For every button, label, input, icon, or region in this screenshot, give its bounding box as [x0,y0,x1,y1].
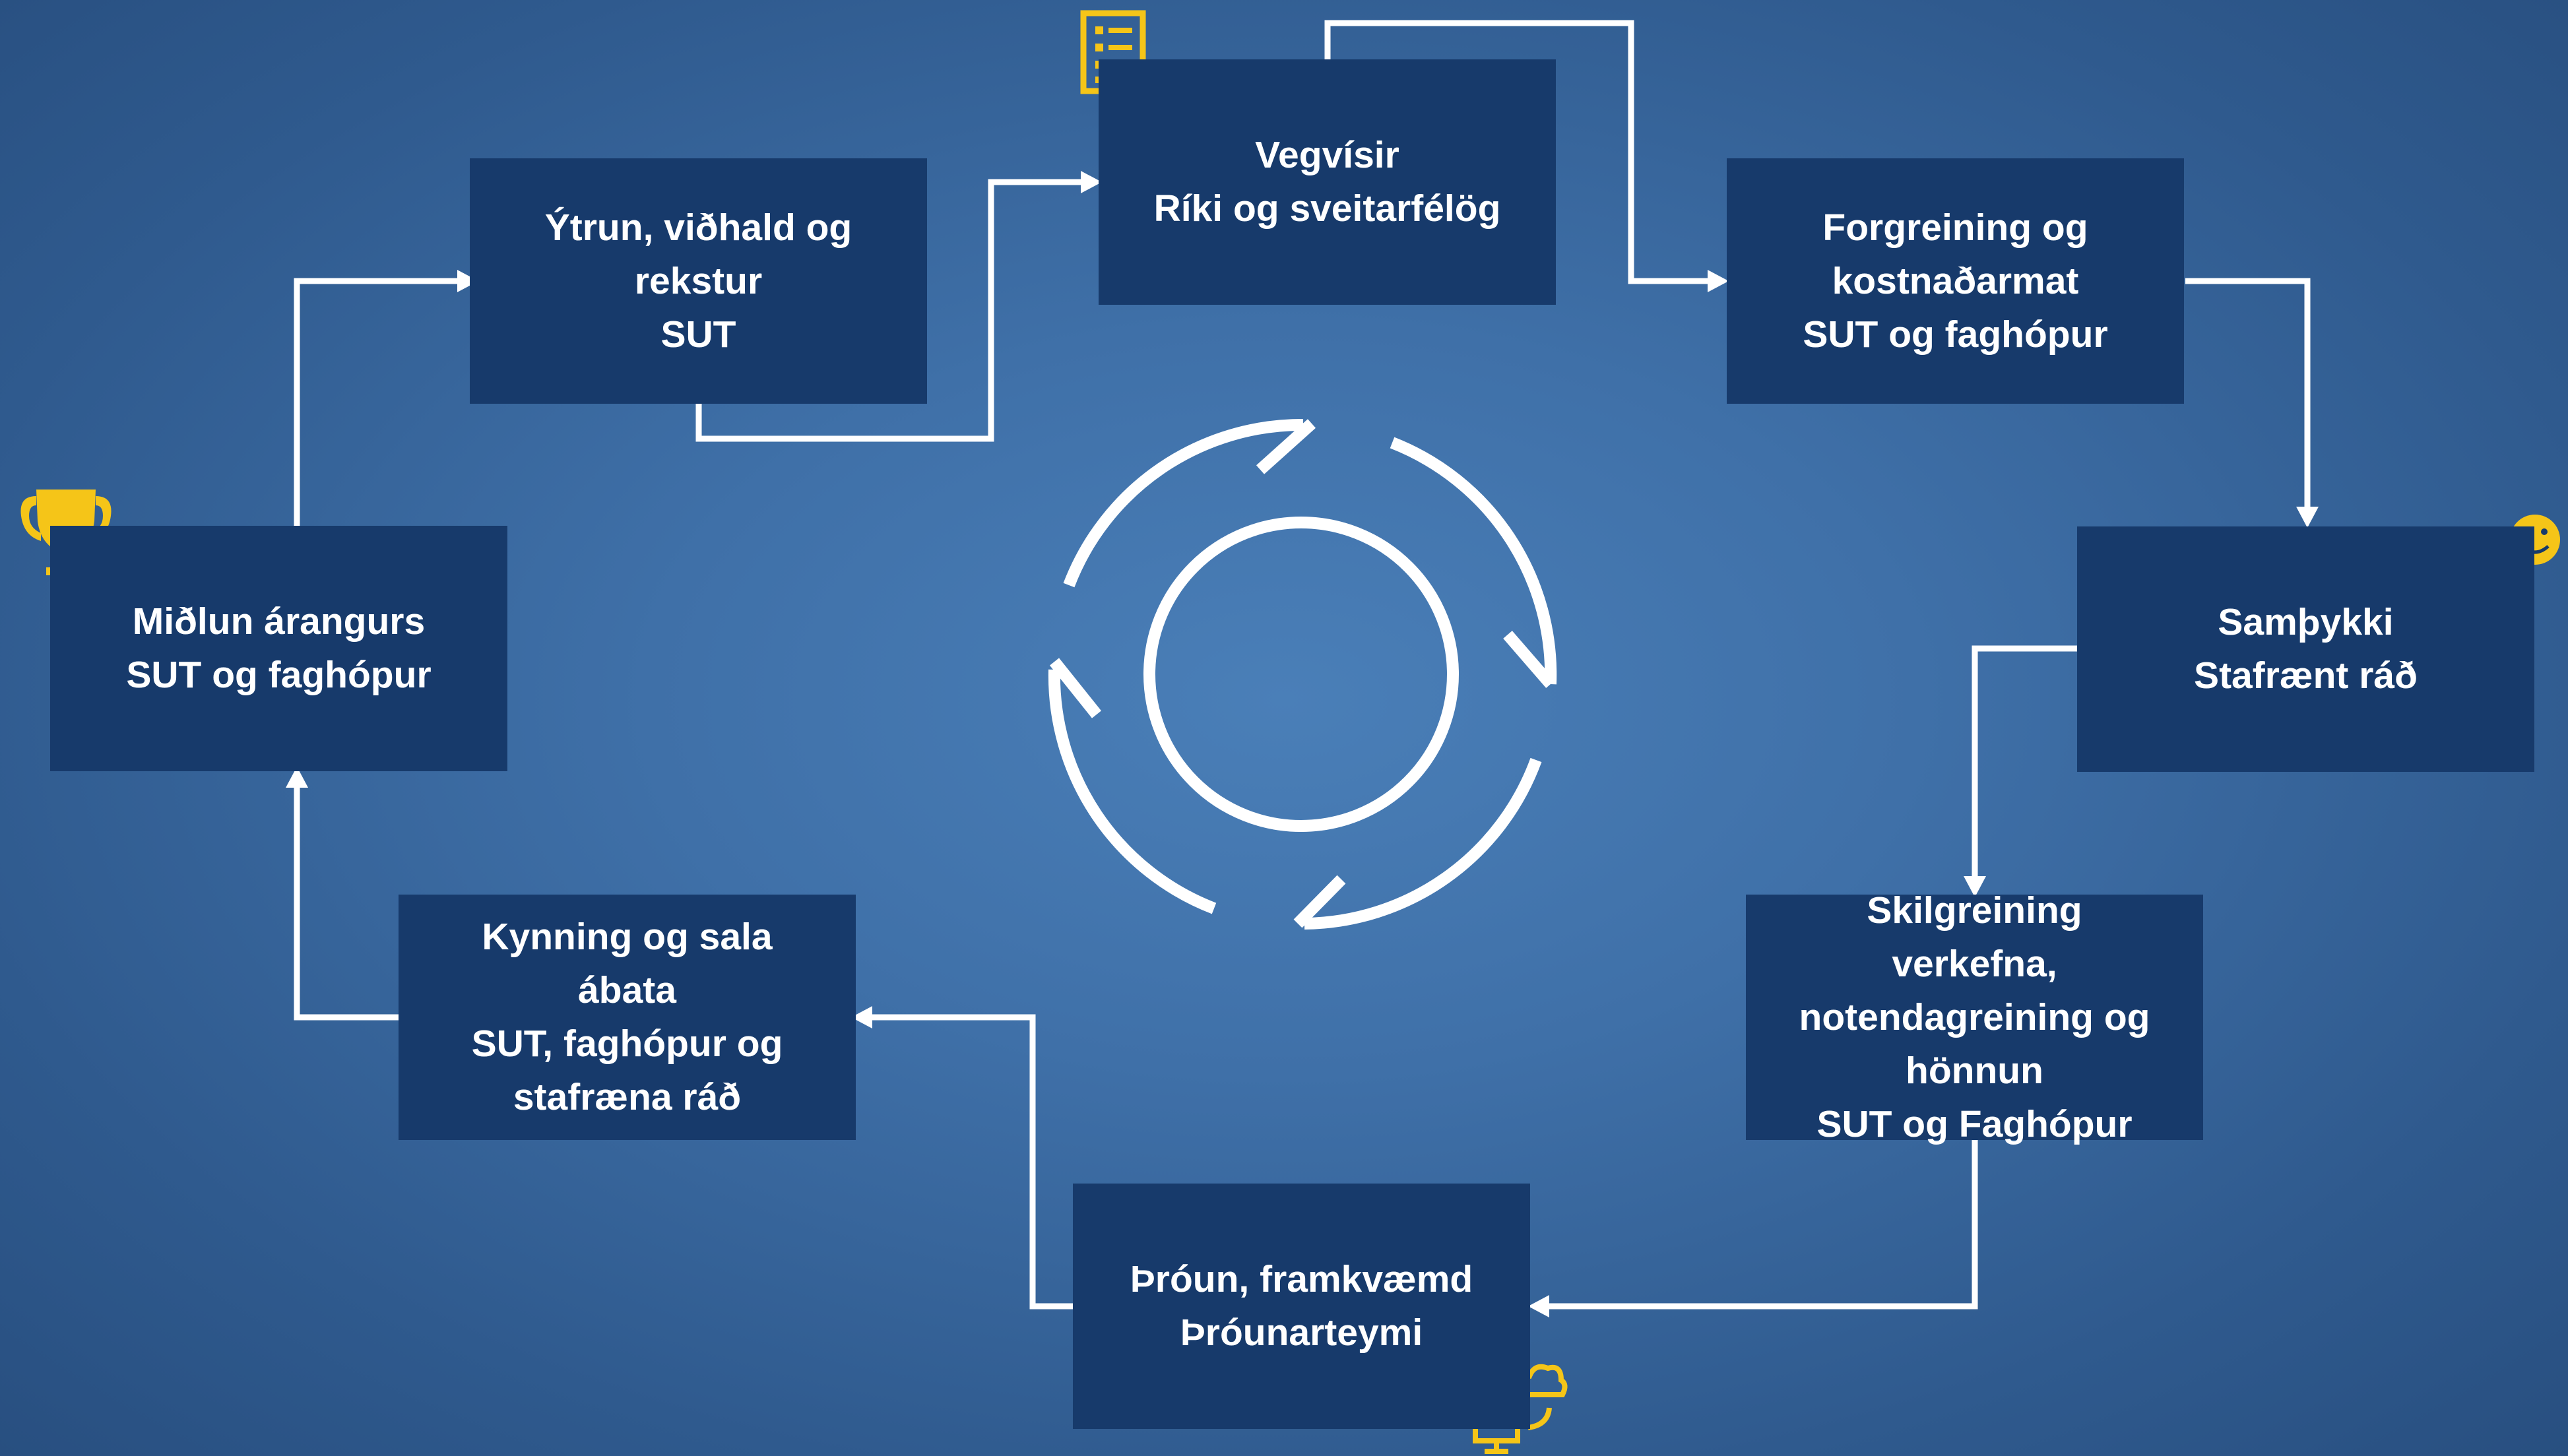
arrowhead [286,767,308,788]
step-line: Forgreining og [1822,206,2088,249]
step-label: Samþykki Stafrænt ráð [2194,596,2418,703]
step-line: SUT [660,313,736,356]
step-line: Ríki og sveitarfélög [1153,187,1501,230]
step-line: SUT og faghópur [1803,313,2108,356]
step-line: SUT og Faghópur [1816,1102,2133,1145]
refresh-cycle-icon [1048,418,1557,930]
connector-midlun-to-ytrun [294,278,459,526]
step-midlun: Miðlun árangurs SUT og faghópur [50,526,507,771]
step-line: Miðlun árangurs [132,600,426,643]
connector-samthykki-to-skilgreining [1972,645,2077,877]
step-line: Vegvísir [1255,134,1399,176]
step-line: Kynning og sala [482,916,773,958]
step-label: Miðlun árangurs SUT og faghópur [126,595,431,702]
step-line: Ýtrun, viðhald og [544,206,852,249]
connector-ytrun-to-vegvisir [695,179,1082,442]
step-label: Vegvísir Ríki og sveitarfélög [1154,129,1501,236]
step-label: Forgreining og kostnaðarmat SUT og faghó… [1803,201,2107,362]
connector-kynning-to-midlun [294,786,399,1021]
arrowhead [851,1006,872,1029]
step-line: stafræna ráð [513,1076,742,1118]
step-samthykki: Samþykki Stafrænt ráð [2077,526,2534,772]
step-line: SUT og faghópur [126,654,432,696]
step-line: Skilgreining [1867,889,2082,932]
step-label: Skilgreining verkefna, notendagreining o… [1799,884,2150,1151]
arrowhead [1708,270,1729,292]
arrowhead [457,270,478,292]
arrowhead [1081,171,1102,193]
step-ytrun: Ýtrun, viðhald og rekstur SUT [470,158,927,404]
connector-skilgreining-to-throun [1548,1140,1978,1310]
step-line: Samþykki [2218,601,2394,643]
step-line: notendagreining og [1799,996,2150,1038]
step-vegvisir: Vegvísir Ríki og sveitarfélög [1099,59,1556,305]
arrowhead [1964,876,1986,897]
step-label: Kynning og sala ábata SUT, faghópur og s… [472,910,783,1124]
connector-throun-to-kynning [871,1014,1073,1310]
connector-forgreining-to-samthykki [2185,278,2311,508]
step-line: Þróunarteymi [1180,1312,1423,1354]
step-line: rekstur [634,259,763,302]
step-line: verkefna, [1892,942,2057,985]
connector-vegvisir-to-forgreining [1324,20,1709,284]
step-line: Stafrænt ráð [2194,654,2418,697]
step-kynning: Kynning og sala ábata SUT, faghópur og s… [399,895,856,1140]
step-throun: Þróun, framkvæmd Þróunarteymi [1073,1184,1530,1429]
step-line: hönnun [1906,1049,2043,1092]
step-line: kostnaðarmat [1832,259,2079,302]
arrowhead [2296,507,2319,528]
step-skilgreining: Skilgreining verkefna, notendagreining o… [1746,889,2203,1145]
arrowhead [1528,1295,1549,1317]
step-label: Þróun, framkvæmd Þróunarteymi [1130,1253,1473,1360]
step-line: ábata [578,969,676,1011]
step-forgreining: Forgreining og kostnaðarmat SUT og faghó… [1727,158,2184,404]
step-line: Þróun, framkvæmd [1130,1258,1473,1300]
step-line: SUT, faghópur og [471,1023,783,1065]
step-label: Ýtrun, viðhald og rekstur SUT [545,201,852,362]
